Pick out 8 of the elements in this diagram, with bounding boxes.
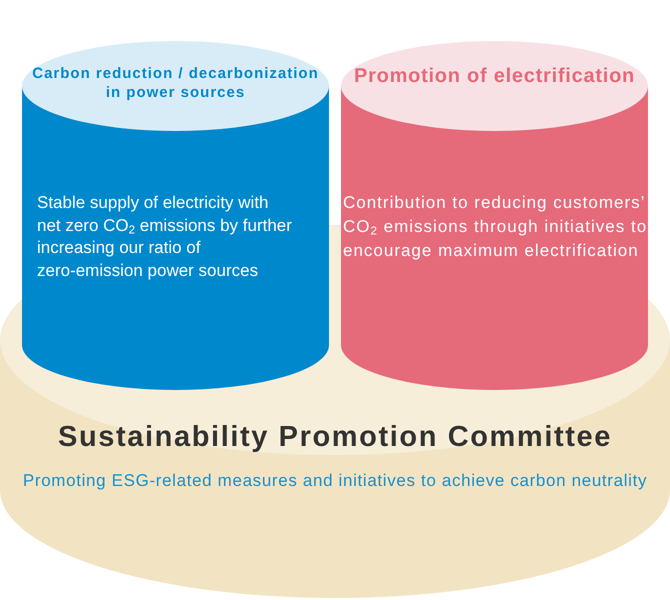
cylinder-title: Carbon reduction / decarbonization in power sources (31, 64, 320, 103)
cylinder-title: Promotion of electrification (352, 64, 636, 89)
pillar-cylinder (22, 40, 329, 392)
committee-description: Promoting ESG-related measures and initiatives to achieve carbon neutrality (22, 470, 648, 492)
cylinder-description: Contribution to reducing customers’ CO$_{2}$ emissions through initiatives to encourage maximum electrification (343, 192, 648, 262)
pillar-cylinder (341, 40, 648, 392)
cylinder-description: Stable supply of electricity with net zero CO$_{2}$ emissions by further increasing our ratio of zero-emission power sources (37, 192, 293, 282)
committee-title: Sustainability Promotion Committee (57, 420, 613, 455)
